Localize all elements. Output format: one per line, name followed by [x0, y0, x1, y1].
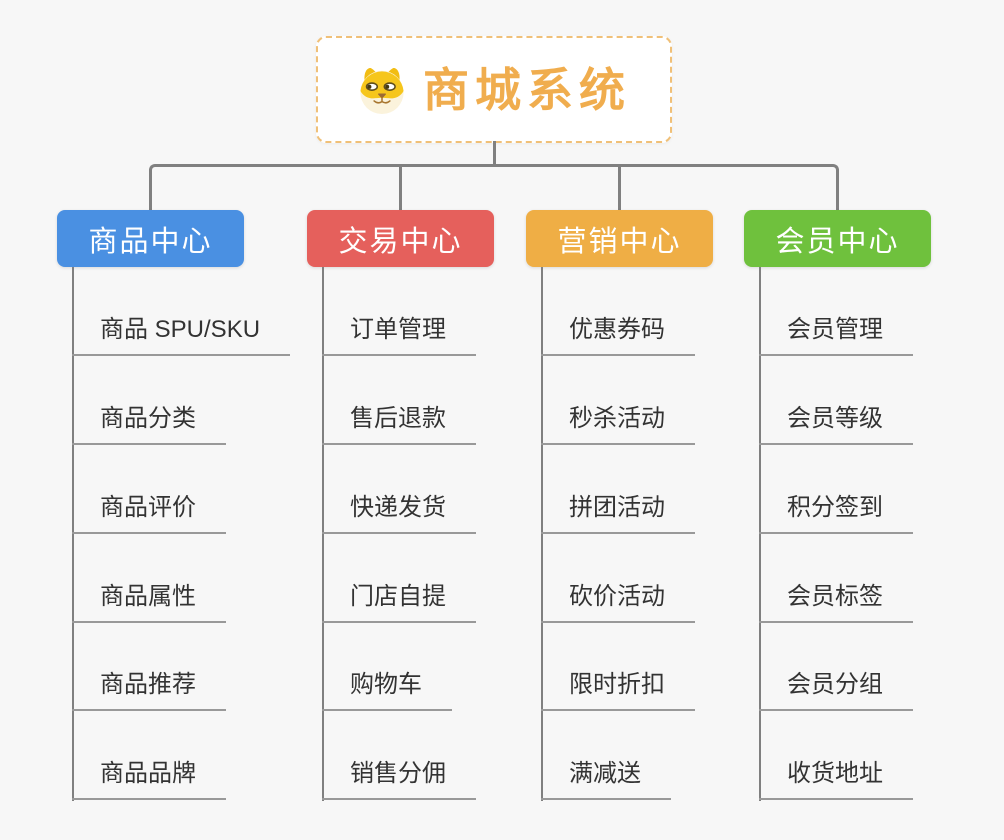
leaf-item[interactable]: 购物车: [322, 667, 452, 711]
branch-line-trade: [322, 267, 324, 801]
connector-left-elbow: [149, 164, 494, 210]
leaf-item[interactable]: 商品推荐: [72, 667, 226, 711]
branch-member: 会员中心 会员管理 会员等级 积分签到 会员标签 会员分组 收货地址: [744, 210, 994, 822]
leaf-item[interactable]: 门店自提: [322, 579, 476, 623]
leaf-item[interactable]: 商品品牌: [72, 756, 226, 800]
branch-header-trade[interactable]: 交易中心: [307, 210, 494, 267]
leaf-item[interactable]: 会员管理: [759, 312, 913, 356]
leaf-item[interactable]: 订单管理: [322, 312, 476, 356]
branch-line-marketing: [541, 267, 543, 801]
root-node[interactable]: 商城系统: [316, 36, 672, 143]
leaf-item[interactable]: 秒杀活动: [541, 401, 695, 445]
leaf-item[interactable]: 收货地址: [759, 756, 913, 800]
leaf-item[interactable]: 会员等级: [759, 401, 913, 445]
connector-right-elbow: [494, 164, 839, 210]
leaf-item[interactable]: 砍价活动: [541, 579, 695, 623]
leaf-item[interactable]: 售后退款: [322, 401, 476, 445]
branch-header-product[interactable]: 商品中心: [57, 210, 244, 267]
connector-drop-marketing: [618, 166, 621, 210]
branch-trade: 交易中心 订单管理 售后退款 快递发货 门店自提 购物车 销售分佣: [307, 210, 557, 822]
branch-header-marketing[interactable]: 营销中心: [526, 210, 713, 267]
leaf-item[interactable]: 商品分类: [72, 401, 226, 445]
leaf-item[interactable]: 商品属性: [72, 579, 226, 623]
leaf-item[interactable]: 限时折扣: [541, 667, 695, 711]
leaf-item[interactable]: 满减送: [541, 756, 671, 800]
leaf-item[interactable]: 商品评价: [72, 490, 226, 534]
leaf-item[interactable]: 积分签到: [759, 490, 913, 534]
leaf-item[interactable]: 会员分组: [759, 667, 913, 711]
leaf-item[interactable]: 快递发货: [322, 490, 476, 534]
connector-root-stem: [493, 141, 496, 165]
branch-line-product: [72, 267, 74, 801]
leaf-item[interactable]: 销售分佣: [322, 756, 476, 800]
branch-line-member: [759, 267, 761, 801]
leaf-item[interactable]: 拼团活动: [541, 490, 695, 534]
leaf-item[interactable]: 优惠券码: [541, 312, 695, 356]
branch-product: 商品中心 商品 SPU/SKU 商品分类 商品评价 商品属性 商品推荐 商品品牌: [57, 210, 307, 822]
doge-icon: [360, 67, 404, 114]
branch-header-member[interactable]: 会员中心: [744, 210, 931, 267]
leaf-item[interactable]: 会员标签: [759, 579, 913, 623]
connector-drop-trade: [399, 166, 402, 210]
leaf-item[interactable]: 商品 SPU/SKU: [72, 312, 291, 356]
branch-marketing: 营销中心 优惠券码 秒杀活动 拼团活动 砍价活动 限时折扣 满减送: [526, 210, 776, 822]
root-title: 商城系统: [423, 63, 631, 116]
